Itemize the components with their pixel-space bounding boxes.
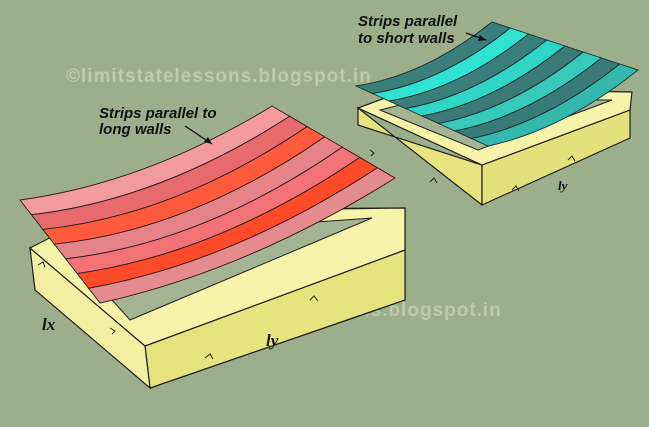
right-annotation-line-1: Strips parallel	[358, 13, 458, 30]
left-annotation-arrowhead	[204, 137, 212, 144]
right-annotation: Strips parallel to short walls	[358, 13, 487, 47]
watermark-top: ©limitstatelessons.blogspot.in	[66, 66, 372, 87]
right-break-mark-4	[567, 155, 576, 162]
right-annotation-arrowhead	[478, 35, 486, 41]
right-slab-model	[354, 21, 639, 207]
right-break-mark-3	[511, 185, 520, 192]
right-slab-strip	[470, 63, 639, 147]
left-break-mark-2	[204, 353, 214, 360]
right-annotation-line-2: to short walls	[358, 30, 455, 47]
right-break-mark-2	[429, 177, 438, 184]
left-annotation-line-1: Strips parallel to	[99, 105, 217, 122]
left-annotation-line-2: long walls	[99, 121, 172, 138]
left-slab-strips	[19, 105, 396, 304]
right-slab-strips	[354, 21, 639, 147]
label-ly-right: ly	[558, 178, 568, 193]
left-break-mark-4	[309, 295, 319, 302]
left-break-mark-3	[37, 261, 46, 268]
label-lx-left: lx	[42, 315, 56, 334]
right-break-mark-1	[369, 149, 375, 157]
left-annotation: Strips parallel to long walls	[99, 105, 217, 145]
label-ly-left: ly	[266, 331, 279, 350]
left-slab-model	[19, 105, 406, 390]
left-break-mark-1	[109, 327, 116, 335]
left-slab-strip	[87, 167, 396, 304]
